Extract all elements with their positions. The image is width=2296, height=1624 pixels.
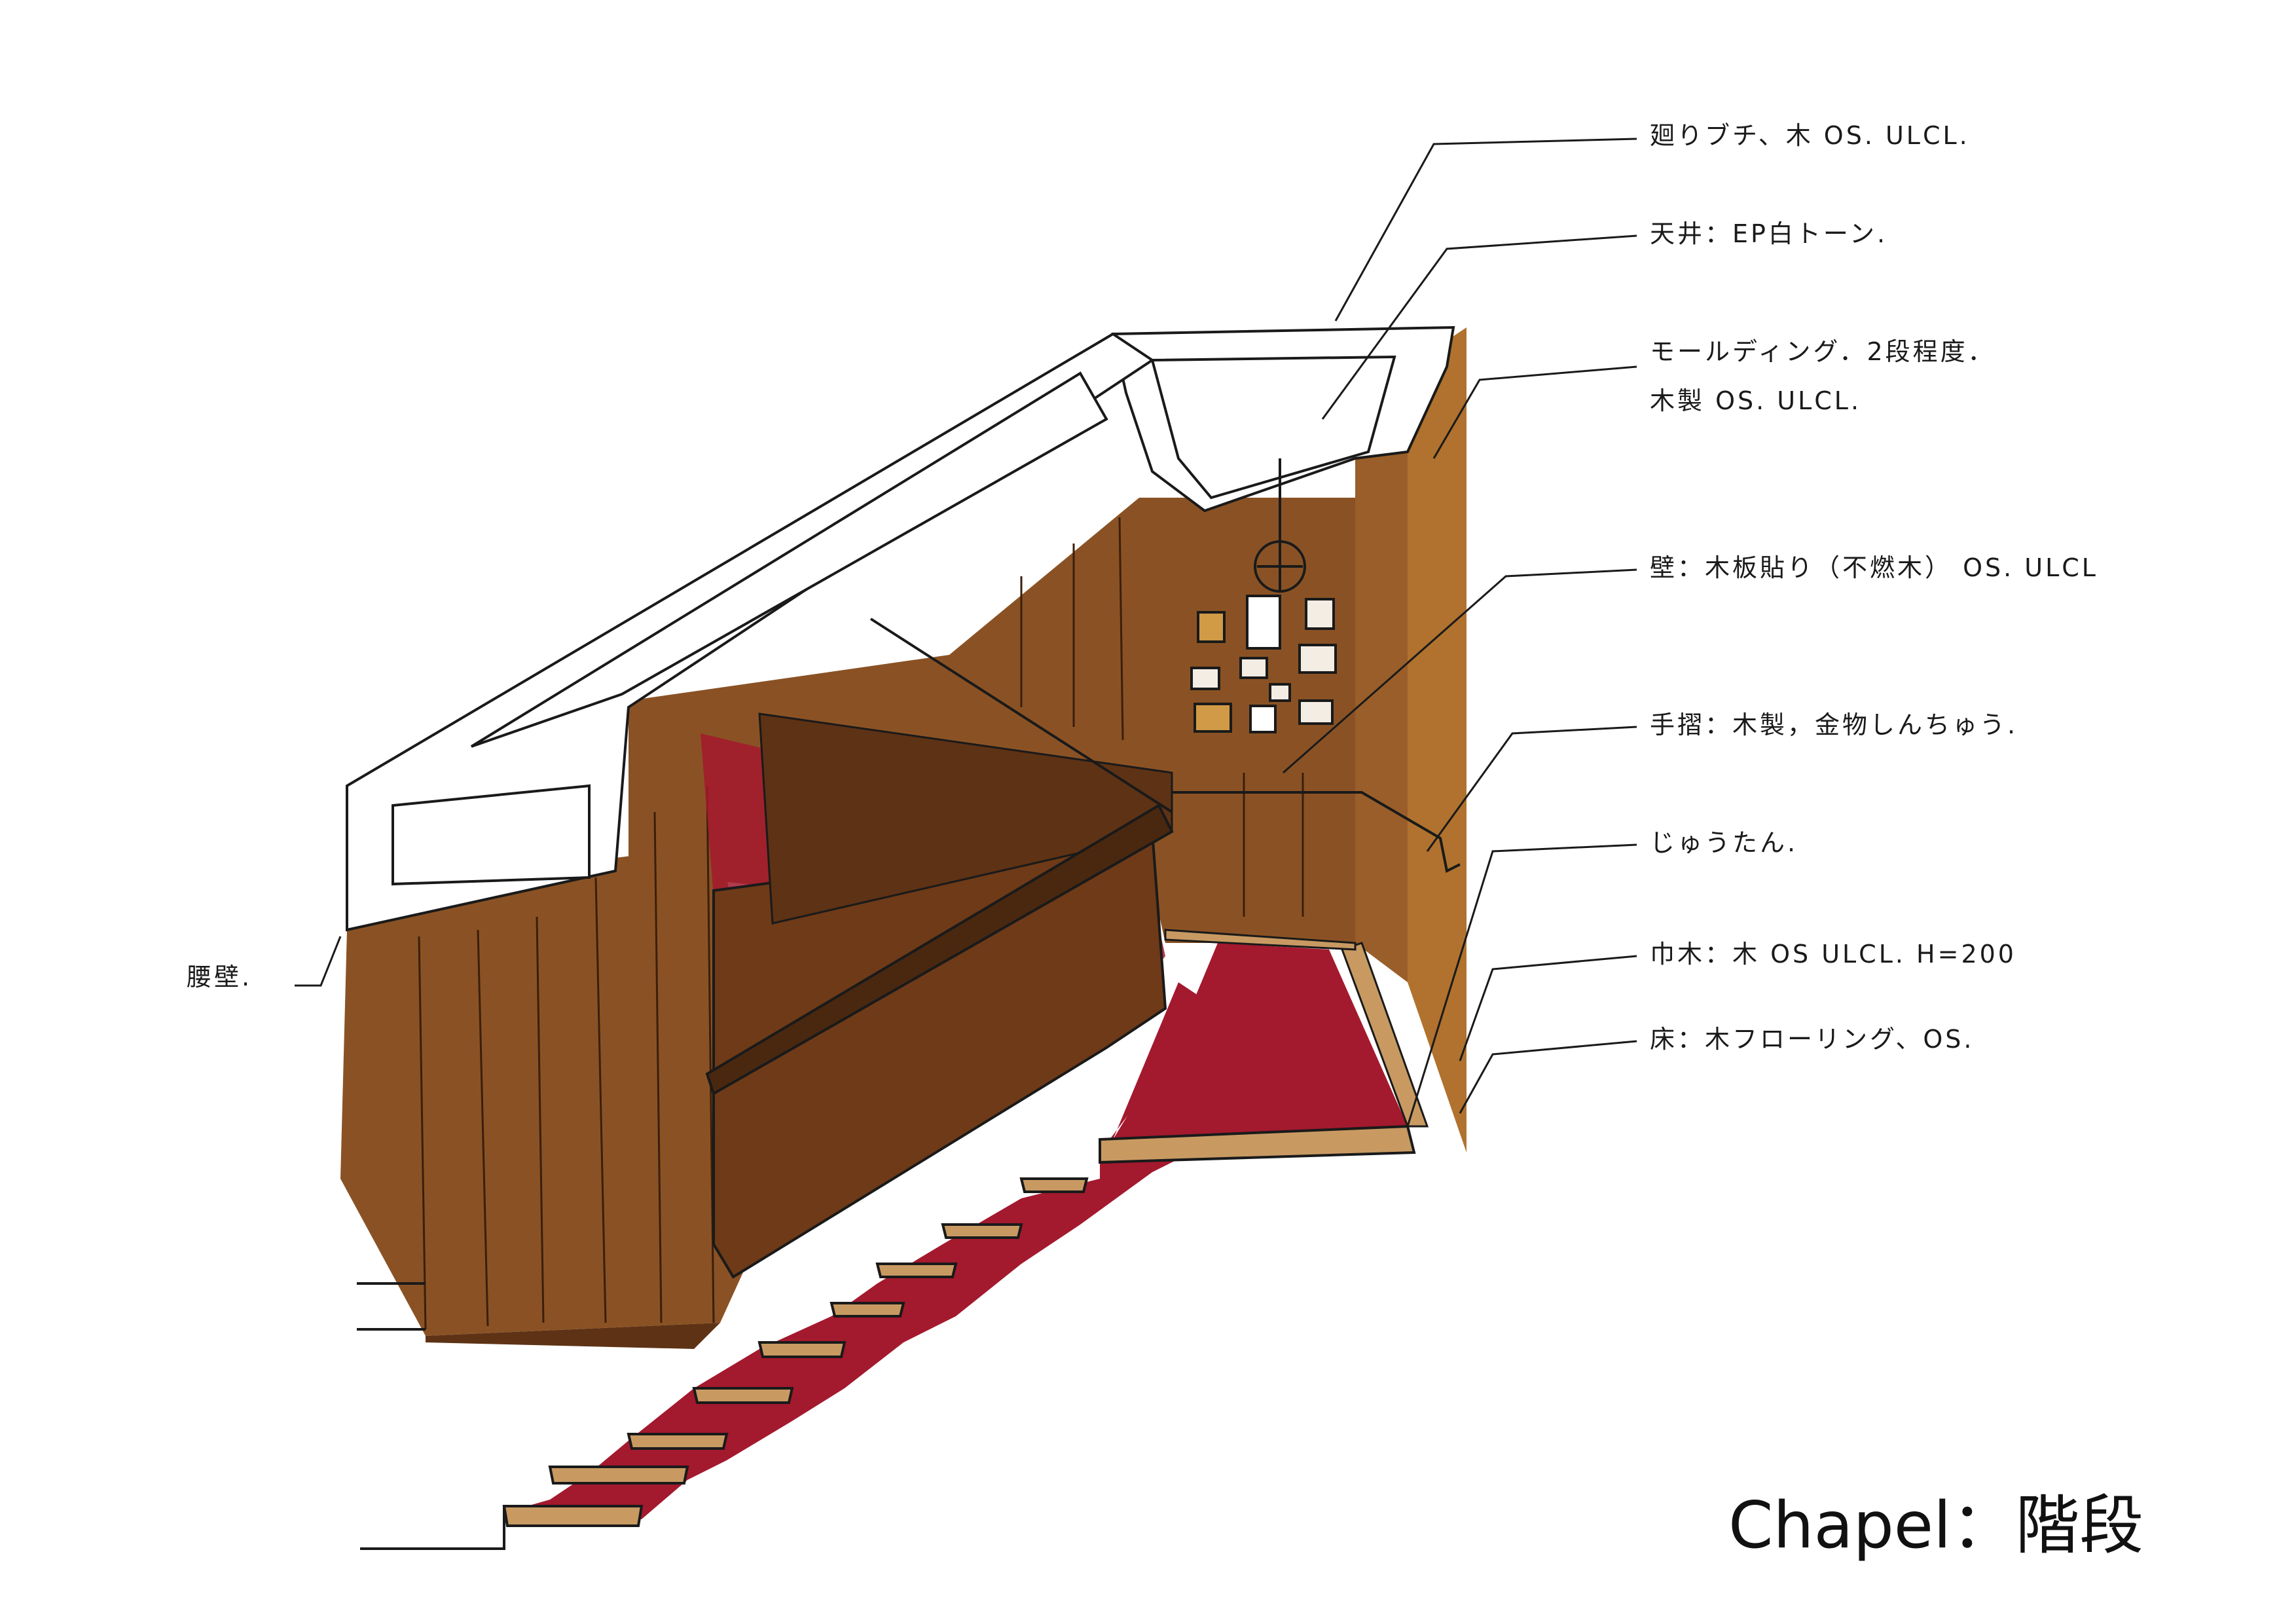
ground-lines [357,1282,505,1550]
baluster-screen [712,712,1173,1279]
landing-fascia [346,332,1155,932]
annotation-molding-line2: 木製 OS. ULCL. [1650,386,1862,415]
annotation-carpet: じゅうたん. [1650,828,1798,857]
annotation-molding-line1: モールディング．2段程度． [1650,337,1995,366]
annotation-baseboard: 巾木：木 OS ULCL. H=200 [1650,940,2016,969]
baseboard [1164,929,1429,1128]
handrail [705,618,1461,1096]
wall-panel-lines [418,517,1304,1330]
annotation-wainscot: 腰壁. [187,963,253,991]
annotation-mawaribuchi: 廻りブチ、木 OS. ULCL. [1650,121,1970,150]
leader-lines [295,138,1637,1127]
stair-nosings [502,1124,1416,1527]
pendant-lamp [1254,458,1306,593]
annotation-floor: 床：木フローリング、OS. [1650,1025,1975,1054]
annotation-ceiling: 天井：EP白トーン. [1650,219,1888,248]
drawing-caption: Chapel：階段 [1728,1488,2144,1563]
annotation-handrail: 手摺：木製，金物しんちゅう. [1650,710,2018,739]
annotation-wall: 壁：木板貼り（不燃木） OS. ULCL [1650,553,2098,582]
picture-frames [1190,595,1337,733]
back-wall [1139,327,1467,1153]
ceiling [1111,325,1455,513]
